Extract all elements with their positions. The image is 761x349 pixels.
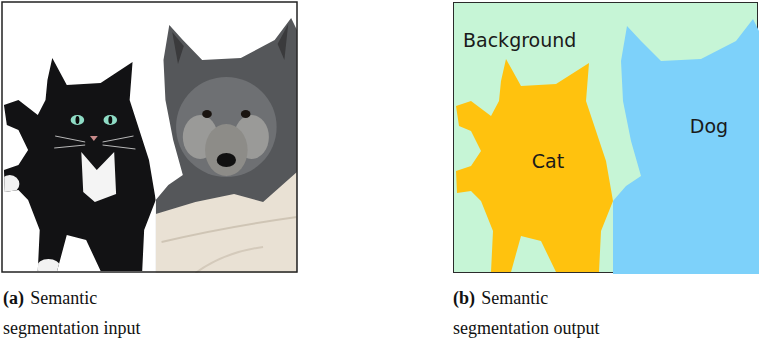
subfigure-caption: (b)Semantic segmentation output bbox=[453, 283, 625, 343]
cat-paw bbox=[0, 175, 19, 193]
whisker bbox=[55, 136, 85, 142]
dog-eye bbox=[202, 110, 212, 118]
whisker bbox=[103, 136, 134, 142]
cat-region: Cat bbox=[454, 58, 616, 274]
subfigure-caption: (a)Semantic segmentation input bbox=[3, 283, 175, 343]
dog-ear bbox=[172, 32, 184, 64]
cat-figure bbox=[0, 52, 161, 276]
dog-leg-line bbox=[162, 217, 297, 242]
dog-face bbox=[176, 77, 277, 177]
region-label: Background bbox=[463, 29, 576, 52]
dog-leg-line bbox=[195, 247, 263, 273]
cat-eye bbox=[104, 115, 118, 125]
background-region: BackgroundCat Dog bbox=[453, 2, 758, 273]
dog-eye bbox=[241, 110, 251, 118]
dog-ear bbox=[278, 24, 289, 60]
cat-chest bbox=[81, 152, 116, 202]
dog-body bbox=[156, 172, 297, 273]
animals bbox=[0, 2, 300, 276]
whisker bbox=[103, 145, 136, 149]
cat-nose bbox=[90, 136, 98, 141]
dog-muzzle bbox=[205, 124, 248, 176]
dog-fur bbox=[147, 2, 300, 276]
photo-frame bbox=[2, 2, 297, 272]
dog-nose bbox=[217, 153, 236, 167]
cat-fur bbox=[2, 52, 162, 276]
region-fill bbox=[613, 19, 759, 274]
region-label: Dog bbox=[690, 115, 728, 138]
dog-region: Dog bbox=[611, 17, 759, 274]
cat-eye bbox=[71, 115, 85, 125]
cat-pupil bbox=[75, 116, 79, 124]
region-label: Cat bbox=[532, 150, 564, 173]
region-shape bbox=[611, 17, 759, 274]
subfigure-letter: (a) bbox=[3, 288, 24, 308]
cat-pupil bbox=[108, 116, 112, 124]
whisker bbox=[54, 145, 85, 148]
region-fill bbox=[456, 59, 613, 272]
dog-figure bbox=[147, 2, 300, 276]
photo-illustration bbox=[0, 0, 300, 276]
cat-whiskers bbox=[54, 136, 135, 149]
subfigure-letter: (b) bbox=[453, 288, 475, 308]
